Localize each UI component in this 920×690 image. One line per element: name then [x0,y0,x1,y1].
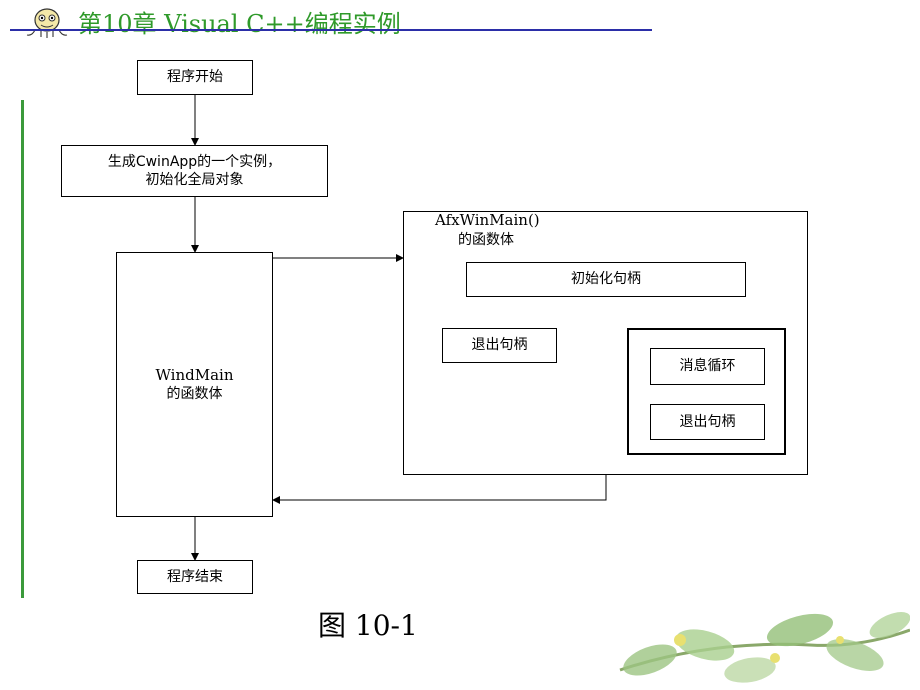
message-loop-box: 消息循环 [650,348,765,385]
chapter-logo [22,6,72,38]
exit-handle-right-box: 退出句柄 [650,404,765,440]
figure-caption: 图 10-1 [318,609,418,642]
exit-handle-left-label: 退出句柄 [471,337,528,354]
afx-subtitle: 的函数体 [458,232,514,248]
winmain-subtitle: 的函数体 [166,386,223,403]
chapter-title: 第10章 Visual C++编程实例 [78,10,401,38]
create-app-label: 生成CwinApp的一个实例， 初始化全局对象 [107,153,282,188]
end-box: 程序结束 [137,560,253,594]
left-vertical-rule [21,100,24,598]
exit-handle-left-box: 退出句柄 [442,328,557,363]
init-handle-box: 初始化句柄 [466,262,746,297]
cartoon-face-logo-icon [26,8,68,38]
leaf-branch-icon [619,612,910,683]
arrow-afx-return-to-winmain [272,475,607,504]
init-handle-label: 初始化句柄 [571,271,641,288]
message-loop-label: 消息循环 [679,358,736,375]
end-label: 程序结束 [167,568,223,585]
header-divider [10,29,652,31]
winmain-box: WindMain 的函数体 [116,252,273,517]
start-label: 程序开始 [167,69,223,86]
create-app-box: 生成CwinApp的一个实例， 初始化全局对象 [61,145,328,197]
winmain-title: WindMain [155,365,234,384]
afx-title: AfxWinMain() [435,211,540,229]
exit-handle-right-label: 退出句柄 [679,413,736,430]
start-box: 程序开始 [137,60,253,95]
